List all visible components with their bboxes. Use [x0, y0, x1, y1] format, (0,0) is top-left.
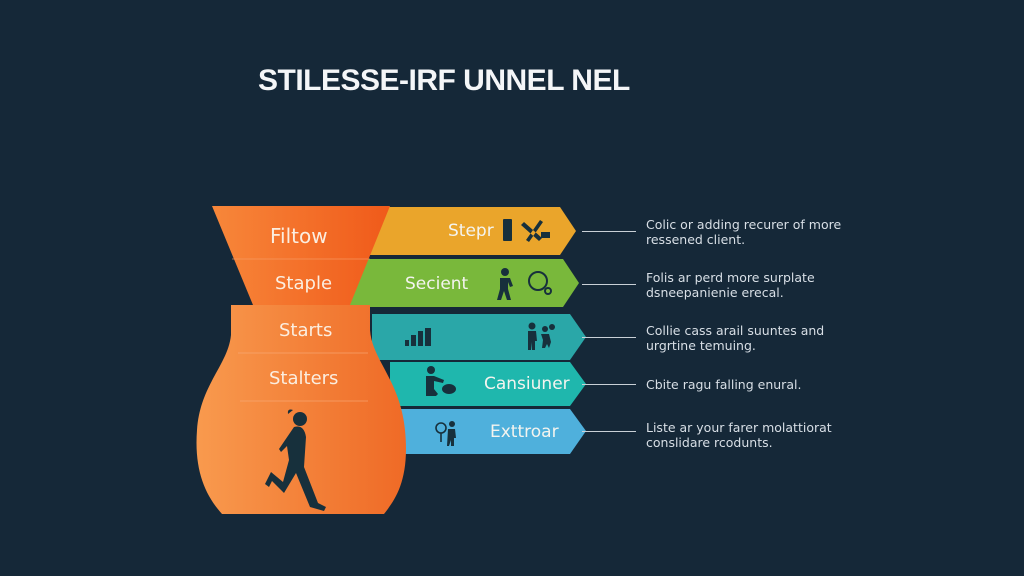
connector-line-3: [582, 337, 636, 338]
funnel-stage-4-label: Stalters: [269, 368, 339, 389]
face-icon: [528, 271, 552, 295]
funnel-vase-shape: [196, 305, 406, 514]
bar-1-shape: [368, 207, 576, 255]
bar-4-label: Cansiuner: [484, 374, 570, 394]
bar-5-description: Liste ar your farer molattiorat conslida…: [646, 420, 832, 450]
connector-line-4: [582, 384, 636, 385]
ruler-icon: [503, 219, 512, 241]
bar-1-description: Colic or adding recurer of more ressened…: [646, 217, 842, 247]
bar-1-label: Stepr: [448, 221, 494, 241]
bar-chart-icon: [405, 328, 431, 346]
connector-line-2: [582, 284, 636, 285]
diagram-title: STILESSE-IRF UNNEL NEL: [258, 64, 630, 97]
funnel-stage-3-label: Starts: [279, 320, 333, 341]
bar-2-shape: [348, 259, 579, 307]
tools-icon: [521, 220, 550, 242]
runner-silhouette-icon: [265, 409, 326, 511]
bar-2-description: Folis ar perd more surplate dsneepanieni…: [646, 270, 815, 300]
funnel-stage-1-label: Filtow: [270, 224, 328, 248]
bar-3-shape: [372, 314, 586, 360]
bar-5-label: Exttroar: [490, 422, 559, 442]
funnel-stage-2-label: Staple: [275, 273, 333, 294]
bar-4-description: Cbite ragu falling enural.: [646, 377, 802, 392]
kneeling-person-icon: [426, 366, 456, 396]
person-icon: [497, 268, 513, 300]
bar-4-shape: [390, 362, 586, 406]
magnifier-person-icon: [435, 421, 456, 446]
connector-line-1: [582, 231, 636, 232]
group-icon: [528, 322, 555, 350]
bar-2-label: Secient: [405, 274, 469, 294]
funnel-top-shape: [212, 206, 390, 305]
connector-line-5: [582, 431, 636, 432]
bar-5-shape: [400, 409, 586, 454]
bar-3-description: Collie cass arail suuntes and urgrtine t…: [646, 323, 825, 353]
